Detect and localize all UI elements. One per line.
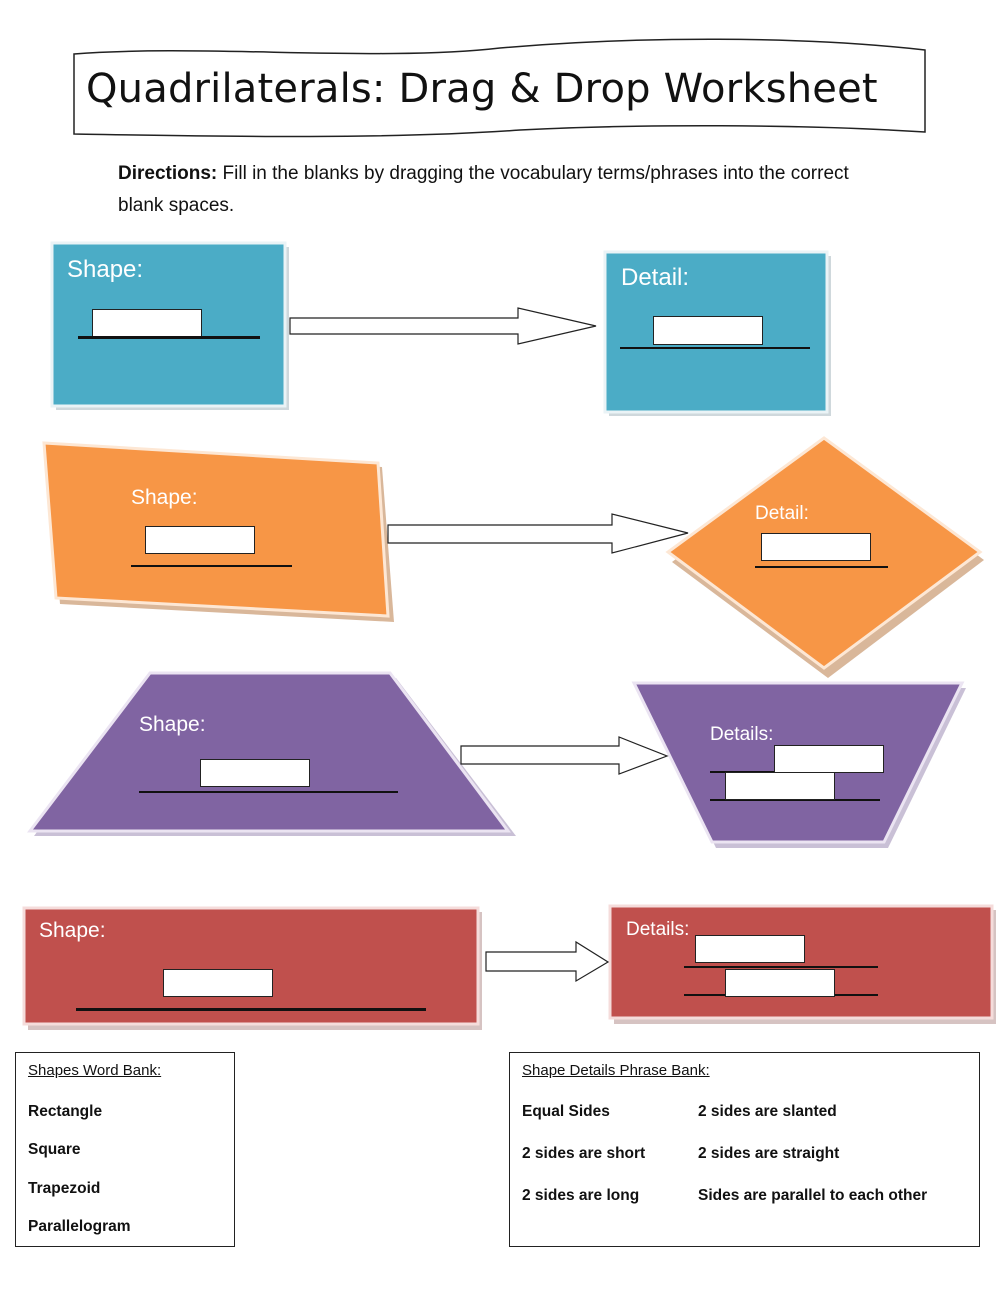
shape-box-4 <box>22 906 480 1026</box>
detail-drop-slot-4b[interactable] <box>725 969 835 997</box>
shape-drop-slot-1[interactable] <box>92 309 202 337</box>
phrase-bank-item-2-sides-long[interactable]: 2 sides are long <box>522 1187 640 1204</box>
detail-drop-slot-1[interactable] <box>653 316 763 345</box>
detail-drop-slot-4a[interactable] <box>695 935 805 963</box>
detail-label-4: Details: <box>626 919 690 940</box>
page-title: Quadrilaterals: Drag & Drop Worksheet <box>86 66 878 112</box>
phrase-bank-item-2-sides-short[interactable]: 2 sides are short <box>522 1145 646 1162</box>
shape-label-3: Shape: <box>139 713 206 736</box>
directions-label: Directions: <box>118 163 218 184</box>
shape-label-4: Shape: <box>39 919 106 942</box>
shapes-word-bank-title: Shapes Word Bank: <box>28 1062 162 1079</box>
shape-answer-line-1 <box>78 336 260 339</box>
shape-answer-line-3 <box>139 791 398 793</box>
detail-drop-slot-3b[interactable] <box>725 772 835 800</box>
word-bank-item-trapezoid[interactable]: Trapezoid <box>28 1180 101 1197</box>
arrow-2 <box>387 513 689 554</box>
detail-label-1: Detail: <box>621 264 690 291</box>
shape-drop-slot-2[interactable] <box>145 526 255 554</box>
arrow-1 <box>289 307 597 345</box>
shape-answer-line-2 <box>131 565 292 567</box>
detail-answer-line-1 <box>620 347 810 349</box>
phrase-bank-item-2-sides-slanted[interactable]: 2 sides are slanted <box>698 1103 837 1120</box>
detail-label-3: Details: <box>710 724 774 745</box>
shape-label-2: Shape: <box>131 486 198 509</box>
detail-drop-slot-2[interactable] <box>761 533 871 561</box>
detail-answer-line-4a <box>684 966 878 968</box>
phrase-bank-item-equal-sides[interactable]: Equal Sides <box>522 1103 610 1120</box>
details-phrase-bank <box>509 1052 980 1247</box>
directions: Directions: Fill in the blanks by draggi… <box>118 158 878 222</box>
detail-box-4 <box>608 904 994 1020</box>
arrow-4 <box>485 940 610 983</box>
title-banner <box>73 38 926 138</box>
arrow-3 <box>460 736 669 775</box>
shape-drop-slot-4[interactable] <box>163 969 273 997</box>
details-phrase-bank-title: Shape Details Phrase Bank: <box>522 1062 710 1079</box>
word-bank-item-parallelogram[interactable]: Parallelogram <box>28 1218 131 1235</box>
detail-answer-line-2 <box>755 566 888 568</box>
word-bank-item-rectangle[interactable]: Rectangle <box>28 1103 103 1120</box>
detail-drop-slot-3a[interactable] <box>774 745 884 773</box>
shapes-word-bank <box>15 1052 235 1247</box>
shape-answer-line-4 <box>76 1008 426 1011</box>
phrase-bank-item-2-sides-straight[interactable]: 2 sides are straight <box>698 1145 840 1162</box>
shape-label-1: Shape: <box>67 256 144 283</box>
shape-box-3 <box>26 671 511 833</box>
shape-drop-slot-3[interactable] <box>200 759 310 787</box>
directions-text: Fill in the blanks by dragging the vocab… <box>118 163 849 216</box>
detail-label-2: Detail: <box>755 503 809 524</box>
word-bank-item-square[interactable]: Square <box>28 1141 81 1158</box>
phrase-bank-item-sides-parallel[interactable]: Sides are parallel to each other <box>698 1187 928 1204</box>
